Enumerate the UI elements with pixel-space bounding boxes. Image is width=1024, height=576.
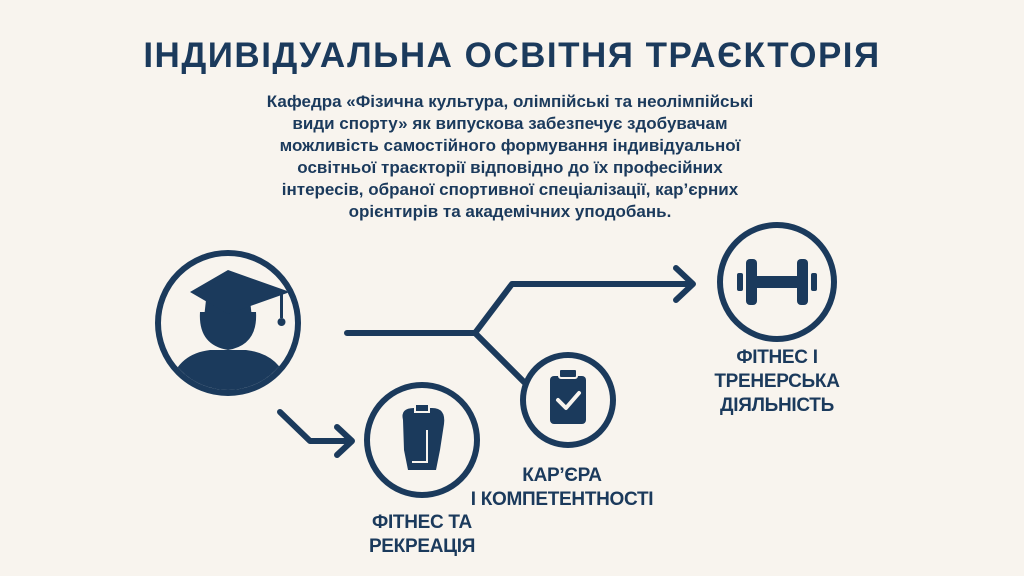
label-line: РЕКРЕАЦІЯ: [368, 536, 476, 557]
path-to-fitness-coaching: [344, 281, 693, 336]
label-line: ФІТНЕС І: [736, 347, 818, 368]
intro-line: орієнтирів та академічних уподобань.: [348, 202, 672, 221]
arrowhead-fitness-coaching: [673, 265, 696, 303]
intro-line: види спорту» як випускова забезпечує здо…: [292, 114, 728, 133]
intro-line: можливість самостійного формування індив…: [279, 136, 741, 155]
label-line: ФІТНЕС ТА: [372, 512, 472, 533]
page-title: ІНДИВІДУАЛЬНА ОСВІТНЯ ТРАЄКТОРІЯ: [143, 36, 881, 75]
label-fitness-recreation: ФІТНЕС ТА РЕКРЕАЦІЯ: [369, 511, 475, 559]
intro-text: Кафедра «Фізична культура, олімпійські т…: [200, 91, 820, 223]
intro-line: Кафедра «Фізична культура, олімпійські т…: [266, 92, 754, 111]
path-to-fitness-recreation: [277, 409, 353, 444]
path-to-career: [472, 330, 533, 391]
intro-line: освітньої траєкторії відповідно до їх пр…: [297, 158, 723, 177]
boxing-glove-icon: [364, 382, 480, 498]
label-fitness-coaching: ФІТНЕС І ТРЕНЕРСЬКА ДІЯЛЬНІСТЬ: [714, 346, 840, 418]
dumbbell-icon: [717, 222, 837, 342]
label-line: ТРЕНЕРСЬКА: [714, 371, 840, 392]
intro-line: інтересів, обраної спортивної спеціаліза…: [281, 180, 739, 199]
label-line: І КОМПЕТЕНТНОСТІ: [470, 489, 654, 510]
arrowhead-fitness-recreation: [334, 424, 355, 458]
label-career: КАР’ЄРА І КОМПЕТЕНТНОСТІ: [471, 464, 654, 512]
label-line: ДІЯЛЬНІСТЬ: [720, 395, 834, 416]
clipboard-check-icon: [520, 352, 616, 448]
graduate-student-icon: [155, 250, 301, 396]
label-line: КАР’ЄРА: [522, 465, 602, 486]
